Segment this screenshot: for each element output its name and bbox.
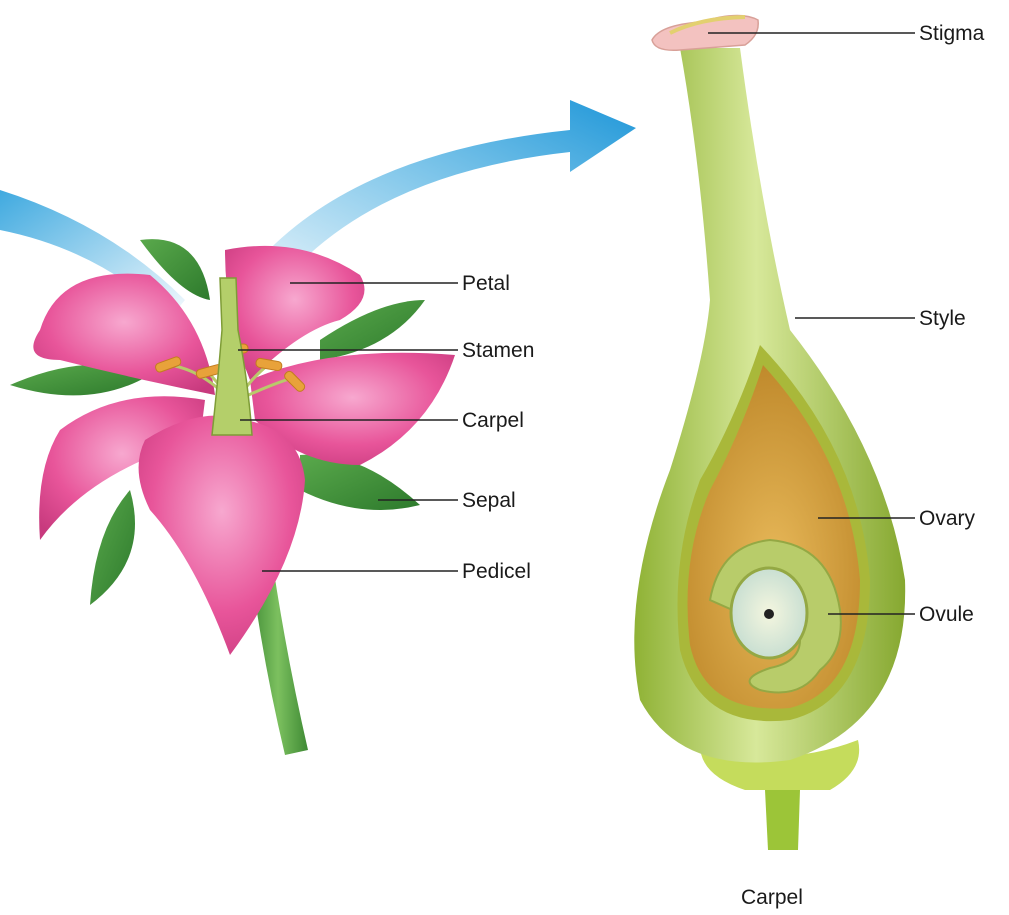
sepal-label: Sepal (462, 490, 516, 511)
stigma-label: Stigma (919, 23, 984, 44)
ovary-label: Ovary (919, 508, 975, 529)
carpel-detail (634, 15, 905, 850)
stamen-label: Stamen (462, 340, 534, 361)
ovule-nucleus (764, 609, 774, 619)
carpel-caption: Carpel (741, 887, 803, 908)
carpel-label: Carpel (462, 410, 524, 431)
flower (10, 239, 455, 755)
style-label: Style (919, 308, 966, 329)
carpel-stalk (765, 790, 800, 850)
petal-label: Petal (462, 273, 510, 294)
ovule-label: Ovule (919, 604, 974, 625)
pedicel-label: Pedicel (462, 561, 531, 582)
sepal-lower-left (90, 490, 135, 605)
